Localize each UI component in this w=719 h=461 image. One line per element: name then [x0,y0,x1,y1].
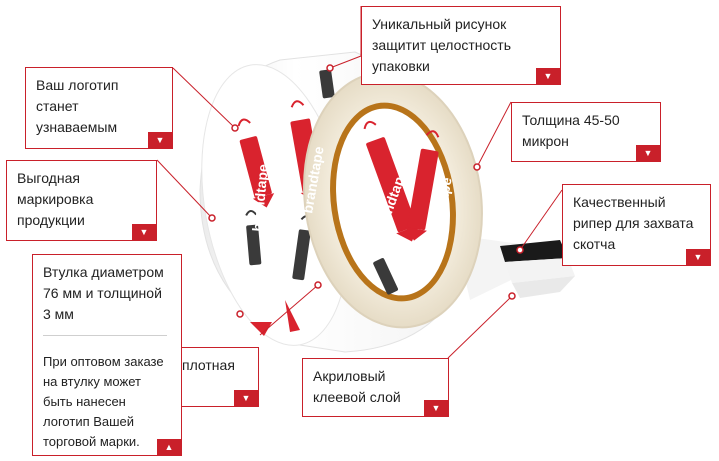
leader-ripper [519,189,563,251]
leader-logo [172,67,236,129]
callout-dense-text: плотная [182,357,235,373]
callout-ripper-toggle[interactable]: ▼ [686,249,710,265]
callout-core-text: Втулка диаметром 76 мм и толщиной 3 мм [43,264,164,322]
callout-logo-text: Ваш логотип станет узнаваемым [36,77,119,135]
leader-marking [156,159,213,219]
callout-design: Уникальный рисунок защитит целостность у… [361,6,561,85]
brand-text: brandtape [249,163,271,232]
callout-core-divider [43,335,167,336]
callout-thickness: Толщина 45-50 микрон ▼ [511,102,661,162]
callout-adhesive: Акриловый клеевой слой ▼ [302,358,449,417]
callout-ripper-text: Качественный рипер для захвата скотча [573,194,694,252]
callout-dense: плотная ▼ [168,347,259,407]
callout-ripper: Качественный рипер для захвата скотча ▼ [562,184,711,266]
callout-thickness-toggle[interactable]: ▼ [636,145,660,161]
leader-lines [156,6,563,359]
callout-logo-toggle[interactable]: ▼ [148,132,172,148]
leader-thickness [476,101,512,168]
leader-adhesive [447,295,513,359]
callout-thickness-text: Толщина 45-50 микрон [522,112,620,149]
anchor-dots [208,64,524,318]
callout-adhesive-toggle[interactable]: ▼ [424,400,448,416]
callout-design-text: Уникальный рисунок защитит целостность у… [372,16,512,74]
tape-strip [455,235,575,300]
callout-core: Втулка диаметром 76 мм и толщиной 3 мм П… [32,254,182,456]
inner-tags [363,120,440,295]
callout-core-note: При оптовом заказе на втулку может быть … [43,354,164,449]
callout-core-toggle[interactable]: ▲ [157,439,181,455]
callout-marking-toggle[interactable]: ▼ [132,224,156,240]
callout-design-toggle[interactable]: ▼ [536,68,560,84]
leader-core [259,284,319,336]
callout-dense-toggle[interactable]: ▼ [234,390,258,406]
callout-adhesive-text: Акриловый клеевой слой [313,368,401,405]
callout-marking: Выгодная маркировка продукции ▼ [6,160,157,241]
printed-tags [237,69,335,336]
callout-marking-text: Выгодная маркировка продукции [17,170,94,228]
callout-logo: Ваш логотип станет узнаваемым ▼ [25,67,173,149]
